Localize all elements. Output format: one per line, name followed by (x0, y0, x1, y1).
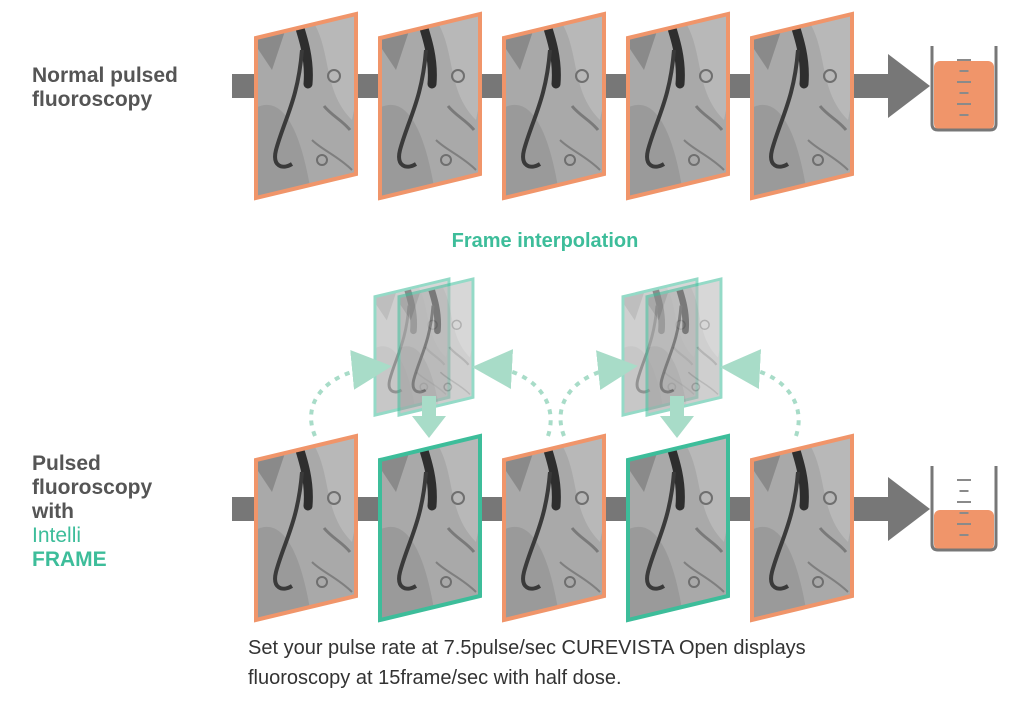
label-normal-line2: fluoroscopy (32, 88, 153, 111)
label-normal-pulsed-fluoroscopy: Normal pulsed fluoroscopy (32, 64, 178, 112)
beaker-intelli-fill (934, 510, 994, 550)
label-intelli-line2: fluoroscopy (32, 476, 153, 499)
frame-normal-2 (378, 11, 482, 201)
caption-line1: Set your pulse rate at 7.5pulse/sec CURE… (248, 637, 806, 659)
frame-interpolation-title: Frame interpolation (451, 230, 639, 252)
caption: Set your pulse rate at 7.5pulse/sec CURE… (248, 633, 806, 693)
beaker-normal-fill (934, 61, 994, 130)
frame-normal-3 (502, 11, 606, 201)
frame-interp-ghost-2b (645, 277, 723, 417)
frame-pulsed-3 (502, 433, 606, 623)
dose-beaker-intelliframe (930, 466, 998, 552)
brand-intelli-text: Intelli (32, 524, 82, 547)
dose-beaker-normal (930, 46, 998, 132)
interp-arrow-up-left-1 (309, 349, 392, 437)
frame-interpolated-1 (378, 433, 482, 623)
frame-row-normal (254, 11, 854, 201)
label-intelli-prefix: with (32, 500, 74, 523)
frame-normal-1 (254, 11, 358, 201)
frame-pulsed-5 (750, 433, 854, 623)
label-normal-line1: Normal pulsed (32, 64, 178, 87)
caption-line2: fluoroscopy at 15frame/sec with half dos… (248, 667, 622, 689)
interp-arrow-down-2 (660, 396, 694, 438)
frame-interpolated-2 (626, 433, 730, 623)
brand-frame-text: FRAME (32, 548, 107, 571)
frame-normal-5 (750, 11, 854, 201)
interpolation-arrows (309, 349, 801, 438)
interp-arrow-up-right-1 (472, 349, 553, 437)
interp-arrow-up-left-2 (558, 350, 638, 437)
interp-arrow-up-right-2 (720, 349, 801, 437)
interp-arrow-down-1 (412, 396, 446, 438)
beaker-normal-outline (930, 46, 998, 132)
frame-pulsed-1 (254, 433, 358, 623)
beaker-intelli-outline (930, 466, 998, 552)
frame-row-intelliframe (254, 433, 854, 623)
frame-interp-ghost-1b (397, 277, 475, 417)
label-intelli-line1: Pulsed (32, 452, 101, 475)
frame-normal-4 (626, 11, 730, 201)
